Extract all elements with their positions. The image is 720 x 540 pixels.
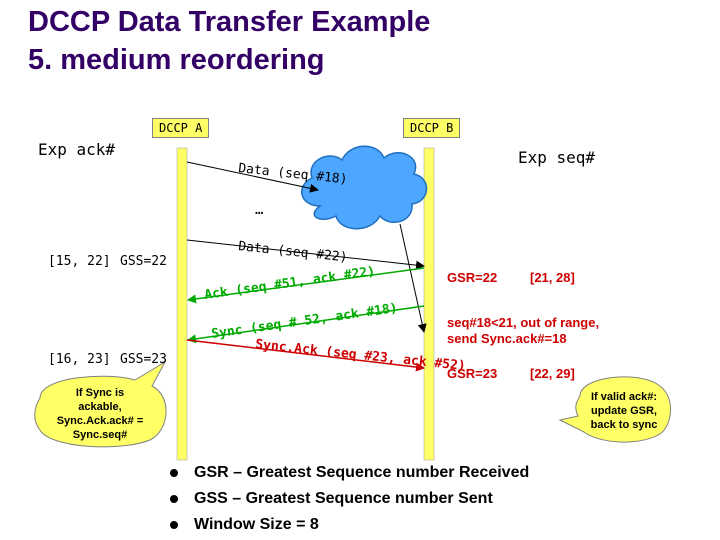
definitions-list: GSR – Greatest Sequence number Received … xyxy=(170,460,529,538)
b-range-1: [21, 28] xyxy=(530,270,575,285)
bullet-icon xyxy=(170,468,178,477)
msg-ack: Ack (seq #51, ack #22) xyxy=(203,264,376,303)
cloud-icon xyxy=(301,145,428,230)
bullet-icon xyxy=(170,494,178,503)
arrow-sync xyxy=(187,305,425,344)
dccp-b-label: DCCP B xyxy=(403,118,461,138)
timeline-a xyxy=(176,147,188,461)
callout-right xyxy=(558,376,671,443)
arrow-syncack xyxy=(186,339,425,372)
arrow-data-18 xyxy=(186,161,319,193)
b-gsr-1: GSR=22 xyxy=(447,270,498,285)
a-range-2: [16, 23] xyxy=(48,352,111,367)
ellipsis: … xyxy=(255,202,263,218)
b-note-line-1: seq#18<21, out of range, xyxy=(447,315,600,330)
a-range-1: [15, 22] xyxy=(48,254,111,269)
b-range-2: [22, 29] xyxy=(530,366,575,381)
a-gss-1: GSS=22 xyxy=(120,254,167,269)
timeline-b xyxy=(423,147,435,461)
list-item: GSS – Greatest Sequence number Sent xyxy=(170,486,529,512)
dccp-a-label: DCCP A xyxy=(152,118,210,138)
a-gss-2: GSS=23 xyxy=(120,352,167,367)
msg-data-22: Data (seq #22) xyxy=(238,239,349,265)
list-item: Window Size = 8 xyxy=(170,512,529,538)
page-subtitle: 5. medium reordering xyxy=(28,44,325,76)
arrow-data-18-delayed xyxy=(399,223,427,333)
arrow-ack xyxy=(187,267,425,304)
page-title: DCCP Data Transfer Example xyxy=(28,6,431,38)
b-gsr-2: GSR=23 xyxy=(447,366,498,381)
msg-sync: Sync (seq # 52, ack #18) xyxy=(210,301,398,342)
callout-left xyxy=(34,360,167,448)
bullet-icon xyxy=(170,520,178,529)
callout-left-text: If Sync is ackable, Sync.Ack.ack# = Sync… xyxy=(56,387,144,441)
arrow-data-22 xyxy=(186,239,425,270)
msg-syncack: Sync.Ack (seq #23, ack #52) xyxy=(255,337,467,374)
exp-seq-label: Exp seq# xyxy=(518,148,596,167)
b-note-line-2: send Sync.ack#=18 xyxy=(447,331,567,346)
exp-ack-label: Exp ack# xyxy=(38,140,116,159)
callout-right-text: If valid ack#: update GSR, back to sync xyxy=(590,391,658,431)
list-item: GSR – Greatest Sequence number Received xyxy=(170,460,529,486)
